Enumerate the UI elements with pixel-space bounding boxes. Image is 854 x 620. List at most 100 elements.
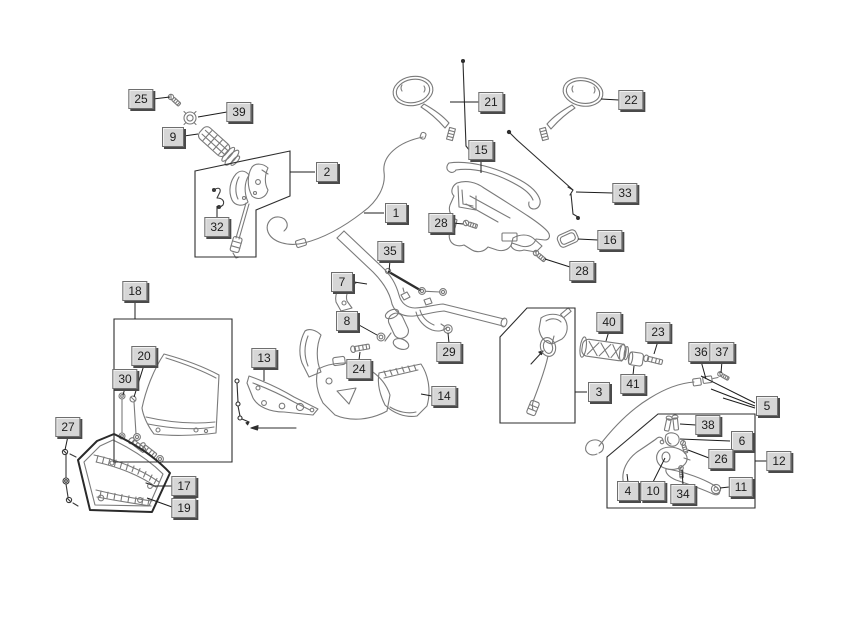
- rubber-pad-icon: [556, 229, 580, 249]
- leader-line-left-grip: [184, 134, 198, 136]
- leader-line-windshield-screw: [134, 365, 144, 397]
- lever-clamp-icon: [665, 433, 679, 446]
- knuckle-guard-icon: [78, 434, 170, 512]
- callout-label-10-lever-perch[interactable]: 10: [640, 481, 666, 501]
- leader-line-hex-bolt: [359, 352, 360, 360]
- callout-label-1-throttle-cable[interactable]: 1: [385, 203, 407, 223]
- callout-label-28-cover-screw-left[interactable]: 28: [428, 213, 454, 233]
- callout-label-33-support-rod[interactable]: 33: [612, 183, 638, 203]
- lever-perch-icon: [657, 447, 690, 469]
- callout-label-4-lever-cable[interactable]: 4: [617, 481, 639, 501]
- throttle-control-icon: [526, 308, 571, 416]
- leader-line-brake-cable: [711, 389, 755, 406]
- callout-label-38-pivot-bolts[interactable]: 38: [695, 415, 721, 435]
- callout-label-29-cap-nut[interactable]: 29: [436, 342, 462, 362]
- leader-line-brake-lever: [720, 487, 729, 488]
- callout-label-35-link-rod[interactable]: 35: [377, 241, 403, 261]
- callout-label-12-brake-lever-group[interactable]: 12: [766, 451, 792, 471]
- callout-label-28-cover-screw-right[interactable]: 28: [569, 261, 595, 281]
- callout-label-26-clamp-screw[interactable]: 26: [708, 449, 734, 469]
- cap-nut-icon: [441, 324, 452, 333]
- support-bracket-icon: [235, 376, 318, 430]
- grip-sleeve-icon: [628, 352, 644, 367]
- cover-screw-left-icon: [462, 219, 479, 230]
- callout-label-36-cable-end-fitting[interactable]: 36: [688, 342, 714, 362]
- callout-label-30-windshield-spacer[interactable]: 30: [112, 369, 138, 389]
- leader-line-cover-screw-left: [453, 223, 463, 224]
- brake-lever-group-box: [607, 414, 755, 508]
- leader-line-pivot-bolts: [680, 424, 696, 425]
- switch-housing-group-box: [195, 151, 290, 257]
- leader-line-link-rod: [389, 260, 390, 272]
- retaining-clip-icon: [213, 188, 224, 208]
- callout-label-19-guard-trim-lower[interactable]: 19: [171, 498, 197, 518]
- leader-line-cover-screw-right: [545, 259, 570, 267]
- callout-label-21-left-mirror[interactable]: 21: [478, 92, 504, 112]
- callout-label-41-grip-sleeve[interactable]: 41: [620, 374, 646, 394]
- handlebar-icon: [336, 231, 508, 351]
- hex-bolt-icon: [349, 342, 371, 354]
- knurled-ring-icon: [184, 112, 196, 125]
- leader-line-hex-nut: [359, 325, 377, 335]
- handlebar-cover-icon: [447, 162, 550, 252]
- callout-label-37-cable-screw[interactable]: 37: [709, 342, 735, 362]
- callout-label-17-guard-trim-upper[interactable]: 17: [171, 476, 197, 496]
- callout-label-34-perch-screw[interactable]: 34: [670, 484, 696, 504]
- leader-line-handlebar: [354, 282, 367, 284]
- hex-nut-icon: [376, 332, 386, 342]
- callout-label-27-guard-fastener-set[interactable]: 27: [55, 417, 81, 437]
- callout-label-32-retaining-clip[interactable]: 32: [204, 217, 230, 237]
- leader-line-lower-cover: [421, 394, 432, 396]
- callout-label-14-lower-cover[interactable]: 14: [431, 386, 457, 406]
- guard-fastener-set-icon: [62, 449, 78, 506]
- cable-screw-icon: [716, 370, 731, 382]
- leader-line-right-mirror: [601, 99, 619, 100]
- callout-label-5-brake-cable[interactable]: 5: [756, 396, 778, 416]
- support-rod-icon: [462, 60, 580, 220]
- leader-line-windshield-spacer: [123, 388, 125, 395]
- callout-label-23-grip-screw[interactable]: 23: [645, 322, 671, 342]
- callout-label-20-windshield-screw[interactable]: 20: [131, 346, 157, 366]
- callout-label-39-knurled-ring[interactable]: 39: [226, 102, 252, 122]
- leader-line-guard-fastener-set: [65, 436, 68, 450]
- windshield-icon: [142, 354, 219, 435]
- leader-line-brake-cable: [701, 376, 755, 403]
- callout-label-6-lever-clamp[interactable]: 6: [731, 431, 753, 451]
- switch-housing-shells: [230, 164, 268, 205]
- switch-cable: [230, 203, 249, 258]
- leader-line-cable-end-fitting: [701, 361, 706, 379]
- left-mirror-icon: [391, 73, 456, 140]
- grip-end-screw-icon: [166, 92, 182, 108]
- leader-line-lever-perch: [653, 458, 665, 482]
- leader-line-cap-nut: [448, 333, 449, 343]
- pivot-bolts-icon: [664, 415, 680, 432]
- callout-label-24-hex-bolt[interactable]: 24: [346, 359, 372, 379]
- callout-label-15-handlebar-cover[interactable]: 15: [468, 140, 494, 160]
- leader-line-brake-cable: [723, 398, 755, 408]
- leader-line-guard-trim-lower: [147, 498, 172, 507]
- leader-line-cable-screw: [721, 361, 722, 373]
- leader-line-grip-screw: [654, 341, 658, 354]
- leader-line-clamp-screw: [688, 450, 709, 458]
- lever-cable-icon: [623, 437, 664, 485]
- callout-label-11-brake-lever[interactable]: 11: [728, 477, 754, 497]
- callout-label-9-left-grip[interactable]: 9: [162, 127, 184, 147]
- callout-label-2-switch-housing-group[interactable]: 2: [316, 162, 338, 182]
- callout-label-8-hex-nut[interactable]: 8: [336, 311, 358, 331]
- windshield-group-box: [114, 319, 232, 462]
- windshield-spacer-icon: [118, 392, 126, 440]
- right-mirror-icon: [540, 75, 606, 141]
- callout-label-16-rubber-pad[interactable]: 16: [597, 230, 623, 250]
- leader-line-perch-screw: [682, 470, 683, 485]
- callout-label-7-handlebar[interactable]: 7: [331, 272, 353, 292]
- link-rod-icon: [385, 268, 447, 296]
- callout-label-13-support-bracket[interactable]: 13: [251, 348, 277, 368]
- callout-label-40-right-grip[interactable]: 40: [596, 312, 622, 332]
- callout-label-3-throttle-control-group[interactable]: 3: [588, 382, 610, 402]
- leader-line-support-rod: [576, 192, 613, 193]
- callout-label-22-right-mirror[interactable]: 22: [618, 90, 644, 110]
- leader-line-grip-sleeve: [633, 366, 634, 375]
- callout-label-25-grip-end-screw[interactable]: 25: [128, 89, 154, 109]
- callout-label-18-windshield-group[interactable]: 18: [122, 281, 148, 301]
